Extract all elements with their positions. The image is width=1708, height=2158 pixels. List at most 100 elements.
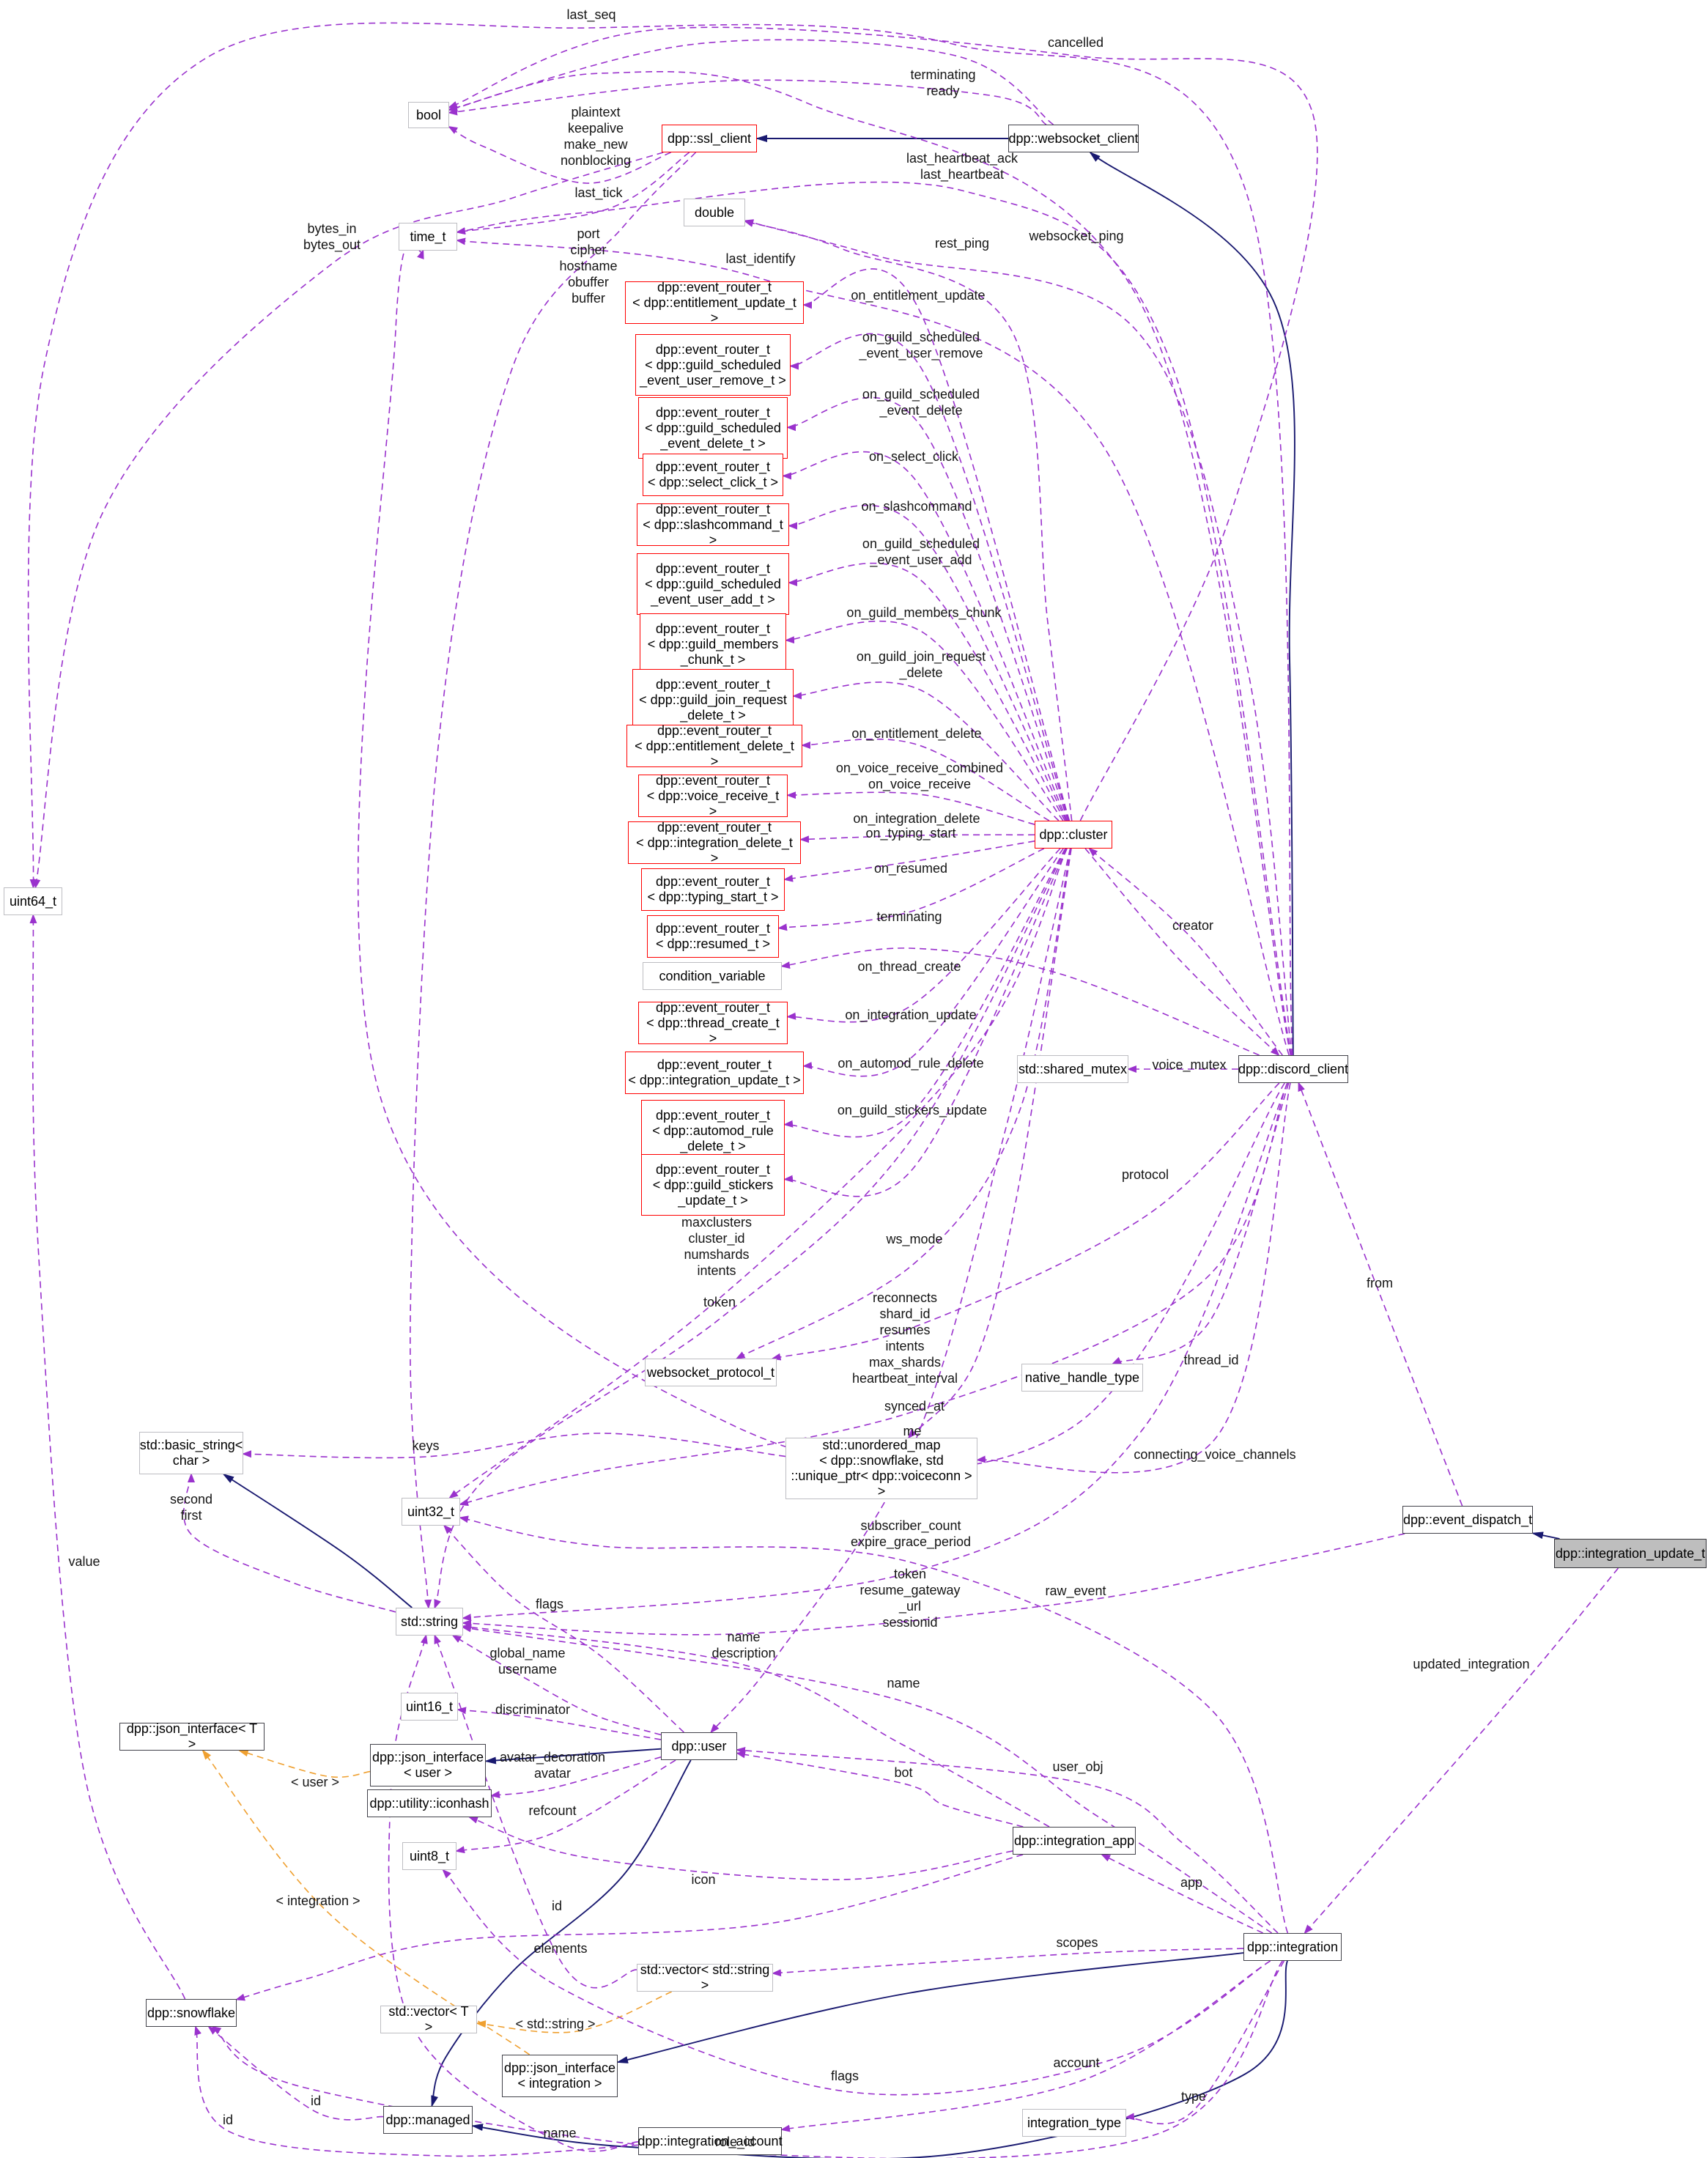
class-dpp-event-router-t-dpp-entitlement-update-t[interactable]: dpp::event_router_t < dpp::entitlement_u… [625,280,804,325]
class-dpp-managed[interactable]: dpp::managed [383,2106,473,2134]
edge [799,834,1035,843]
class-std-vector-t[interactable]: std::vector< T > [380,2004,477,2034]
class-dpp-event-router-t-dpp-guild-stickers-update-t[interactable]: dpp::event_router_t < dpp::guild_sticker… [641,1154,785,1216]
edge [448,126,671,184]
class-websocket-protocol-t[interactable]: websocket_protocol_t [645,1359,777,1386]
edge [710,848,1071,1734]
edge [29,914,186,2000]
class-condition-variable[interactable]: condition_variable [643,962,782,990]
edge [1089,151,1295,1056]
edge [207,2025,384,2121]
edge [736,1746,1279,1934]
edge [357,241,1285,1470]
class-std-string[interactable]: std::string [396,1608,463,1636]
class-std-vector-std-string[interactable]: std::vector< std::string > [637,1962,773,1992]
edge [468,1816,1013,1880]
edge [490,1756,662,1798]
edge [777,848,1045,931]
edge [1531,1531,1560,1540]
edge [771,1082,1280,1361]
edge [235,1854,1024,2001]
class-uint64-t[interactable]: uint64_t [4,887,62,915]
edge [443,1524,684,1733]
edge [783,848,1068,1197]
edge [456,237,1290,1056]
class-dpp-event-router-t-dpp-guild-join-request-delete[interactable]: dpp::event_router_t < dpp::guild_join_re… [632,669,794,731]
edge [434,1634,637,1989]
class-dpp-json-interface-integration[interactable]: dpp::json_interface < integration > [502,2055,618,2097]
class-integration-type[interactable]: integration_type [1022,2109,1126,2137]
edge [462,1082,1288,1622]
edge [388,1634,639,2152]
edge [1101,1854,1264,1934]
class-dpp-integration-account[interactable]: dpp::integration_account [637,2127,783,2155]
edge [194,2025,639,2157]
class-std-shared-mutex[interactable]: std::shared_mutex [1017,1055,1128,1083]
class-dpp-discord-client[interactable]: dpp::discord_client [1238,1055,1348,1083]
edge [907,848,1072,1439]
class-std-basic-string-char[interactable]: std::basic_string< char > [139,1432,243,1474]
class-std-unordered-map-dpp-snowflake-std-unique-ptr-d[interactable]: std::unordered_map < dpp::snowflake, std… [785,1438,977,1499]
class-dpp-websocket-client[interactable]: dpp::websocket_client [1008,125,1139,152]
class-time-t[interactable]: time_t [399,223,457,251]
class-dpp-event-router-t-dpp-slashcommand-t[interactable]: dpp::event_router_t < dpp::slashcommand_… [637,502,789,547]
edge [484,1748,662,1765]
class-dpp-event-router-t-dpp-integration-update-t[interactable]: dpp::event_router_t < dpp::integration_u… [625,1052,804,1094]
edge [616,1952,1244,2063]
edge [476,1991,673,2033]
edge [1084,848,1280,1057]
class-uint16-t[interactable]: uint16_t [401,1693,458,1721]
class-dpp-event-router-t-dpp-automod-rule-delete-t[interactable]: dpp::event_router_t < dpp::automod_rule … [641,1100,785,1161]
edge [456,152,690,235]
edge [1298,1082,1463,1507]
edge [783,848,1066,1138]
class-dpp-ssl-client[interactable]: dpp::ssl_client [662,125,757,152]
class-dpp-event-router-t-dpp-guild-scheduled-event-use[interactable]: dpp::event_router_t < dpp::guild_schedul… [637,553,789,615]
class-dpp-event-router-t-dpp-voice-receive-t[interactable]: dpp::event_router_t < dpp::voice_receive… [638,773,788,819]
edge [242,1433,786,1459]
edge [789,333,1070,821]
class-dpp-event-router-t-dpp-guild-members-chunk-t[interactable]: dpp::event_router_t < dpp::guild_members… [640,613,786,675]
class-dpp-json-interface-user[interactable]: dpp::json_interface < user > [370,1744,486,1786]
class-dpp-json-interface-t[interactable]: dpp::json_interface< T > [119,1721,265,1751]
class-dpp-integration-update-t[interactable]: dpp::integration_update_t [1554,1539,1707,1568]
class-dpp-event-router-t-dpp-resumed-t[interactable]: dpp::event_router_t < dpp::resumed_t > [647,915,779,958]
class-dpp-event-router-t-dpp-select-click-t[interactable]: dpp::event_router_t < dpp::select_click_… [643,454,783,496]
class-dpp-cluster[interactable]: dpp::cluster [1035,821,1112,849]
edge [462,1533,1405,1636]
class-dpp-event-router-t-dpp-guild-scheduled-event-del[interactable]: dpp::event_router_t < dpp::guild_schedul… [638,397,788,459]
edge [237,1749,371,1778]
class-dpp-event-router-t-dpp-guild-scheduled-event-use[interactable]: dpp::event_router_t < dpp::guild_schedul… [635,334,791,396]
edge [786,848,1061,1023]
class-dpp-event-router-t-dpp-thread-create-t[interactable]: dpp::event_router_t < dpp::thread_create… [638,1000,788,1046]
edge [1111,1082,1290,1364]
edge [27,22,1293,1056]
edge [783,840,1035,882]
class-dpp-integration[interactable]: dpp::integration [1243,1933,1342,1961]
edge [735,848,1072,1359]
edge [780,1960,1271,2132]
class-native-handle-type[interactable]: native_handle_type [1021,1364,1143,1392]
class-uint32-t[interactable]: uint32_t [402,1498,460,1526]
class-dpp-event-router-t-dpp-integration-delete-t[interactable]: dpp::event_router_t < dpp::integration_d… [628,820,801,865]
class-dpp-user[interactable]: dpp::user [661,1732,737,1760]
edge [410,152,697,1609]
class-dpp-integration-app[interactable]: dpp::integration_app [1013,1827,1136,1855]
edge [802,268,1071,821]
class-dpp-snowflake[interactable]: dpp::snowflake [146,1999,237,2027]
edge [1304,1567,1619,1935]
class-bool[interactable]: bool [408,102,449,128]
class-uint8-t[interactable]: uint8_t [402,1842,456,1870]
class-dpp-event-router-t-dpp-entitlement-delete-t[interactable]: dpp::event_router_t < dpp::entitlement_d… [626,723,802,769]
class-dpp-event-router-t-dpp-typing-start-t[interactable]: dpp::event_router_t < dpp::typing_start_… [641,868,785,911]
edge [451,1634,662,1736]
class-dpp-event-dispatch-t[interactable]: dpp::event_dispatch_t [1402,1506,1533,1534]
edge [736,1751,1024,1828]
edge [448,26,1318,821]
class-dpp-utility-iconhash[interactable]: dpp::utility::iconhash [367,1789,492,1817]
edge [456,181,1292,1056]
class-double[interactable]: double [684,199,745,226]
edge [459,1082,1288,1507]
